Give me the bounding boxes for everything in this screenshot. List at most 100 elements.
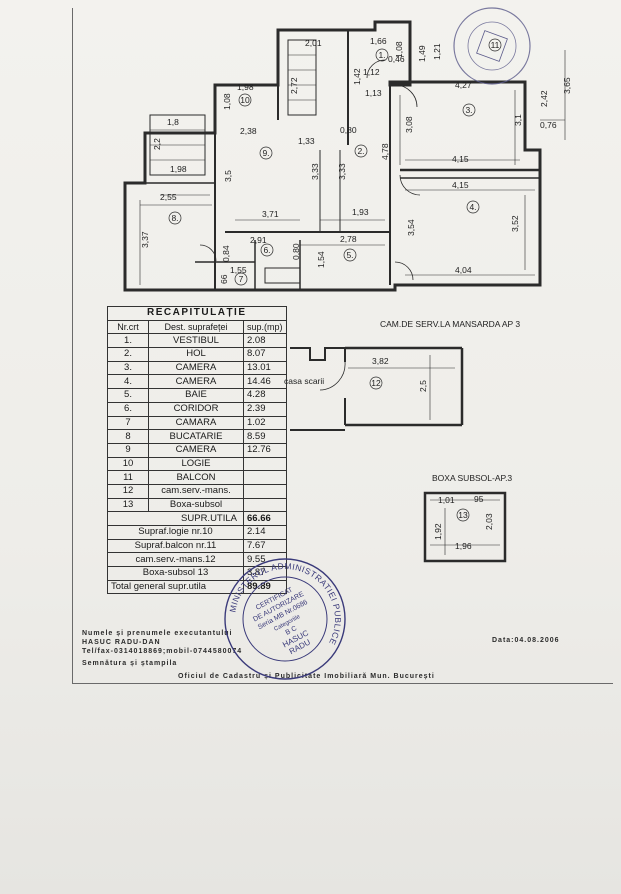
dim: 1,93 [352, 207, 369, 217]
cell: 10 [107, 456, 149, 472]
dim: 2,55 [160, 192, 177, 202]
dim: 0,80 [291, 243, 301, 260]
room-3-label: 3. [465, 105, 472, 115]
dim: 4,04 [455, 265, 472, 275]
cell: BALCON [148, 470, 244, 485]
dim: 2,38 [240, 126, 257, 136]
cell: CAMERA [148, 360, 244, 376]
cell [243, 483, 287, 499]
room-5-label: 5. [346, 250, 353, 260]
dim: 1,49 [417, 45, 427, 62]
boxa-title: BOXA SUBSOL-AP.3 [432, 473, 512, 483]
cell: CORIDOR [148, 401, 244, 417]
dim: 1,12 [363, 67, 380, 77]
room-4-label: 4. [469, 202, 476, 212]
top-stamp [453, 7, 531, 85]
dim: 1,13 [365, 88, 382, 98]
cell: 12.76 [243, 442, 287, 458]
dim: 1,98 [170, 164, 187, 174]
room-13-label: 13 [458, 510, 468, 520]
cell: 7.67 [243, 538, 287, 554]
cell: 14.46 [243, 374, 287, 390]
cell: 3. [107, 360, 149, 376]
boxa-dim: 1,96 [455, 541, 472, 551]
dim: 4,27 [455, 80, 472, 90]
room-6-label: 6. [263, 245, 270, 255]
cell: 1. [107, 333, 149, 349]
cell [243, 497, 287, 513]
cell: Supraf.balcon nr.11 [107, 538, 244, 554]
dim: 3,1 [513, 114, 523, 126]
cell: CAMERA [148, 442, 244, 458]
cell: BAIE [148, 388, 244, 403]
dim: 3,5 [223, 170, 233, 182]
cell: CAMARA [148, 415, 244, 431]
dim: 1,42 [352, 68, 362, 85]
supr-utila-label: SUPR.UTILA [107, 511, 244, 526]
cell: 8.59 [243, 429, 287, 444]
room-9-label: 9. [262, 148, 269, 158]
dim: 3,52 [510, 215, 520, 232]
cell: 8 [107, 429, 149, 444]
dim: 1,08 [394, 41, 404, 58]
cell: 9 [107, 442, 149, 458]
cell: 12 [107, 483, 149, 499]
mansarda-title: CAM.DE SERV.LA MANSARDA AP 3 [380, 319, 520, 329]
dim: 3,54 [406, 219, 416, 236]
dim: 2,2 [152, 138, 162, 150]
dim: 1,33 [298, 136, 315, 146]
room-8-label: 8. [171, 213, 178, 223]
mansarda-height: 2,5 [418, 380, 428, 392]
room-2-label: 2. [357, 146, 364, 156]
recap-table: RECAPITULAȚIE Nr.crt Dest. suprafeței su… [107, 306, 287, 595]
cell: 13.01 [243, 360, 287, 376]
dim: 1,54 [316, 251, 326, 268]
dim: 3,65 [562, 77, 572, 94]
dim: 3,08 [404, 116, 414, 133]
cell: BUCATARIE [148, 429, 244, 444]
supr-utila-value: 66.66 [243, 511, 287, 526]
recap-header: sup.(mp) [243, 319, 287, 335]
cell [243, 456, 287, 472]
cell: 2.08 [243, 333, 287, 349]
cell: HOL [148, 347, 244, 362]
cell: 11 [107, 470, 149, 485]
office-line: Oficiul de Cadastru și Publicitate Imobi… [178, 673, 435, 680]
room-12-label: 12 [371, 378, 381, 388]
dim: 4,15 [452, 154, 469, 164]
dim: 66 [219, 274, 229, 284]
dim: 0,84 [221, 245, 231, 262]
dim: 2,42 [539, 90, 549, 107]
document-date: Data:04.08.2006 [492, 637, 560, 644]
cell: 2.14 [243, 525, 287, 540]
recap-header: Dest. suprafeței [148, 319, 244, 335]
executant-name: HASUC RADU-DAN [82, 639, 161, 646]
dim: 3,33 [310, 163, 320, 180]
table-row: SUPR.UTILA 66.66 [107, 511, 287, 526]
cell: LOGIE [148, 456, 244, 472]
dim: 1,98 [237, 82, 254, 92]
executant-label: Numele și prenumele executantului [82, 630, 233, 637]
cell: 6. [107, 401, 149, 417]
cell: 13 [107, 497, 149, 513]
boxa-dim: 95 [474, 494, 484, 504]
cell: 4. [107, 374, 149, 390]
cell: 5. [107, 388, 149, 403]
dim: 1,66 [370, 36, 387, 46]
boxa-dim: 2,03 [484, 513, 494, 530]
cell: 2. [107, 347, 149, 362]
casa-scarii-label: casa scarii [284, 376, 324, 386]
stamp-line: B C [285, 625, 299, 637]
sheet-frame [72, 8, 613, 684]
cell: Supraf.logie nr.10 [107, 525, 244, 540]
